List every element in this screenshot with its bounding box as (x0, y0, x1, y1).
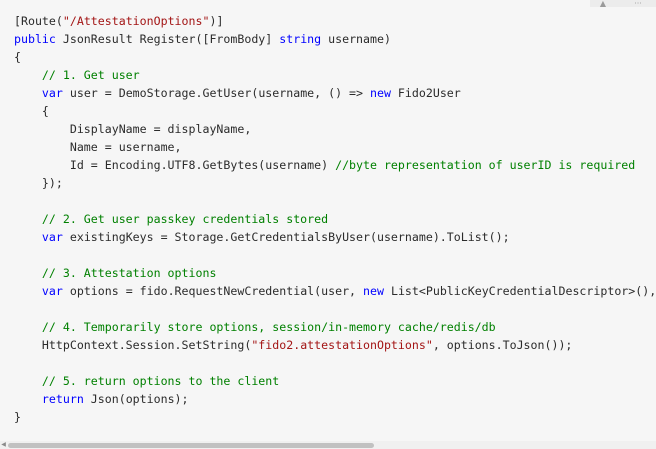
code-line: }); (14, 174, 656, 192)
scroll-up-icon[interactable]: ▲ (599, 0, 607, 8)
code-token: return (41, 392, 84, 406)
code-line: // 1. Get user (14, 66, 656, 84)
code-token: { (14, 104, 49, 118)
code-token: , options.ToJson()); (432, 338, 573, 352)
scroll-corner: ▲ ··· (590, 0, 656, 8)
code-token: { (14, 50, 21, 64)
code-line: [Route("/AttestationOptions")] (14, 12, 656, 30)
code-token: //byte representation of userID is requi… (335, 158, 636, 172)
code-line: Id = Encoding.UTF8.GetBytes(username) //… (14, 156, 656, 174)
code-line: // 2. Get user passkey credentials store… (14, 210, 656, 228)
code-token: // 2. Get user passkey credentials store… (41, 212, 329, 226)
horizontal-scrollbar[interactable]: ◀ (0, 441, 656, 449)
code-line: Name = username, (14, 138, 656, 156)
code-line: var existingKeys = Storage.GetCredential… (14, 228, 656, 246)
code-line: // 3. Attestation options (14, 264, 656, 282)
code-token (14, 230, 42, 244)
code-line: HttpContext.Session.SetString("fido2.att… (14, 336, 656, 354)
code-line: return Json(options); (14, 390, 656, 408)
code-token: List<PublicKeyCredentialDescriptor>(), (383, 284, 656, 298)
code-line: public JsonResult Register([FromBody] st… (14, 30, 656, 48)
code-token (14, 86, 42, 100)
code-text: [Route("/AttestationOptions")]public Jso… (14, 12, 656, 426)
code-token: // 3. Attestation options (41, 266, 217, 280)
code-line: { (14, 102, 656, 120)
code-line: // 4. Temporarily store options, session… (14, 318, 656, 336)
horizontal-scrollbar-thumb[interactable] (8, 443, 374, 448)
code-line: { (14, 48, 656, 66)
code-line (14, 354, 656, 372)
scroll-left-icon[interactable]: ◀ (1, 441, 6, 448)
code-token: // 1. Get user (41, 68, 140, 82)
code-token: // 4. Temporarily store options, session… (41, 320, 496, 334)
code-line (14, 192, 656, 210)
code-token (14, 320, 42, 334)
code-line: var user = DemoStorage.GetUser(username,… (14, 84, 656, 102)
code-token: string (279, 32, 322, 46)
code-token (14, 212, 42, 226)
code-line: } (14, 408, 656, 426)
code-token (14, 266, 42, 280)
code-token: "/AttestationOptions" (62, 14, 210, 28)
code-token (14, 392, 42, 406)
code-token: } (14, 410, 21, 424)
code-token: var (41, 230, 63, 244)
code-token: username) (321, 32, 391, 46)
code-token: "fido2.attestationOptions" (251, 338, 433, 352)
code-line: var options = fido.RequestNewCredential(… (14, 282, 656, 300)
code-token: }); (14, 176, 63, 190)
code-token: [Route( (14, 14, 63, 28)
code-token: existingKeys = Storage.GetCredentialsByU… (62, 230, 510, 244)
code-token: Id = Encoding.UTF8.GetBytes(username) (14, 158, 336, 172)
code-token: Name = username, (14, 140, 182, 154)
code-token: JsonResult Register([FromBody] (55, 32, 280, 46)
code-line (14, 246, 656, 264)
code-token: new (363, 284, 384, 298)
code-token: public (14, 32, 56, 46)
code-token: HttpContext.Session.SetString( (14, 338, 252, 352)
code-token (14, 68, 42, 82)
code-token (14, 374, 42, 388)
code-line: DisplayName = displayName, (14, 120, 656, 138)
code-token: DisplayName = displayName, (14, 122, 252, 136)
code-token: var (41, 284, 63, 298)
code-token (14, 284, 42, 298)
code-token: Json(options); (83, 392, 189, 406)
code-token: new (370, 86, 391, 100)
code-token: options = fido.RequestNewCredential(user… (62, 284, 364, 298)
code-token: var (41, 86, 63, 100)
code-token: Fido2User (390, 86, 461, 100)
code-line: // 5. return options to the client (14, 372, 656, 390)
code-token: )] (209, 14, 224, 28)
code-token: user = DemoStorage.GetUser(username, () … (62, 86, 370, 100)
code-line (14, 300, 656, 318)
more-icon[interactable]: ··· (634, 0, 642, 8)
code-token: // 5. return options to the client (41, 374, 280, 388)
